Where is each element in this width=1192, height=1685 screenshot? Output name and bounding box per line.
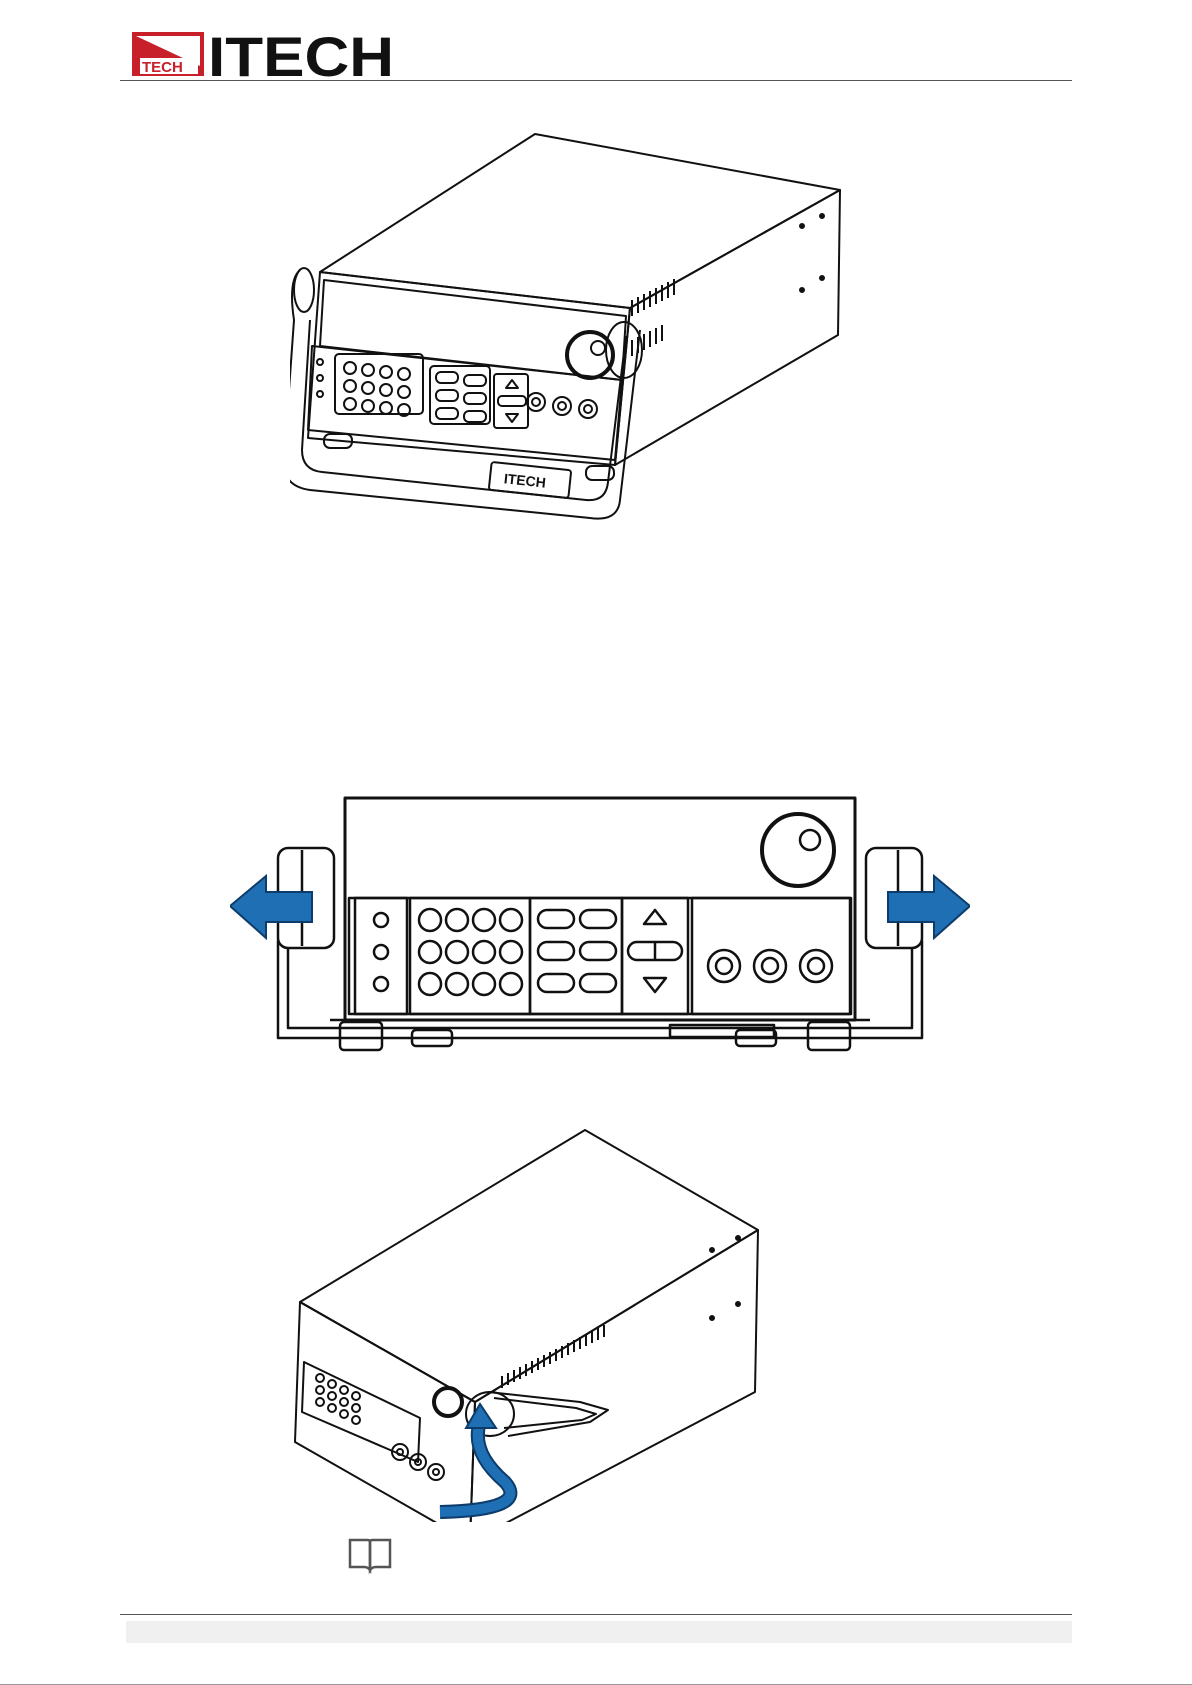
header-rule — [120, 80, 1072, 81]
logo-large-text: ITECH — [208, 28, 394, 80]
arrow-left — [230, 876, 312, 938]
figure-handle-pull-outward — [230, 790, 970, 1060]
arrow-right — [888, 876, 970, 938]
itech-logo: TECH ITECH — [130, 28, 400, 80]
logo-small-text: TECH — [142, 59, 183, 76]
footer-band — [126, 1621, 1072, 1643]
book-icon — [346, 1534, 394, 1574]
figure-instrument-handle-down: ITECH — [290, 130, 850, 580]
svg-text:ITECH: ITECH — [503, 470, 546, 490]
footer-rule — [120, 1614, 1072, 1615]
figure-handle-rotate-up — [290, 1122, 770, 1522]
